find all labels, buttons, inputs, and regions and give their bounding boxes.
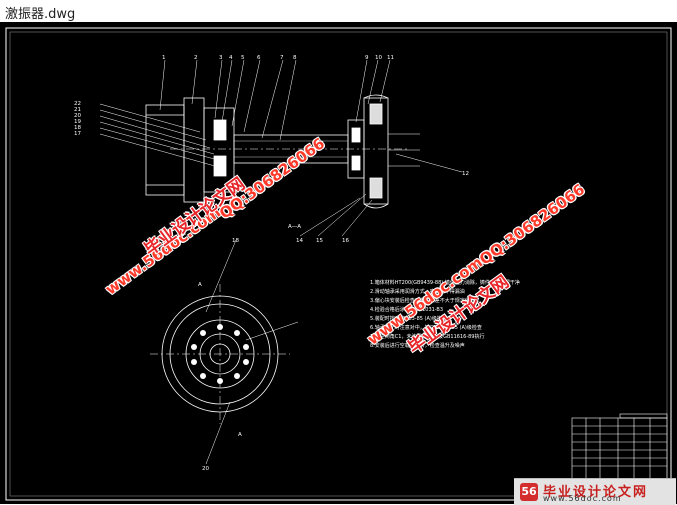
right-eccentric-block [363, 97, 389, 205]
tech-note: 4.检验合格后涂漆，GB1031-B3 [370, 306, 443, 313]
part-number: 19 [74, 119, 81, 125]
tech-note: 3.偏心块安装后检查平衡，偏差不大于规定值 [370, 297, 470, 304]
part-number: 20 [202, 466, 209, 472]
part-number: 6 [257, 55, 261, 61]
left-flange [183, 97, 205, 203]
banner-site-name: 毕业设计论文网 [543, 485, 649, 500]
left-bearing [213, 119, 227, 141]
section-mark: A [198, 282, 202, 288]
part-number: 5 [241, 55, 245, 61]
tech-note: 5.装配时按GB8063-85 (A)级执行 [370, 315, 447, 322]
part-number: 16 [342, 238, 349, 244]
site-logo-icon: 56 [520, 483, 538, 501]
section-mark: A [238, 432, 242, 438]
part-number: 10 [375, 55, 382, 61]
left-bearing-2 [213, 155, 227, 177]
technical-notes: 1.箱体材料HT200(GB9439-88) 铸件应力消除，铸件表面清理干净 2… [370, 279, 520, 349]
drawing-frame [5, 27, 672, 501]
cad-drawing: 1 2 3 4 5 6 7 8 9 10 11 22 21 20 19 18 1… [5, 27, 672, 501]
assembly-main-view [145, 94, 420, 209]
banner-url: www.56doc.com [543, 494, 622, 503]
tech-note: 8.安装后进行空载试运转，检查温升及噪声 [370, 342, 465, 349]
part-number-labels: 1 2 3 4 5 6 7 8 9 10 11 22 21 20 19 18 1… [74, 55, 469, 472]
part-number: 9 [365, 55, 369, 61]
part-number: 8 [293, 55, 297, 61]
part-number: 22 [74, 101, 81, 107]
part-number: 20 [74, 113, 81, 119]
part-number: 18 [74, 125, 81, 131]
part-number: 11 [387, 55, 394, 61]
part-number: 12 [462, 171, 469, 177]
part-number: 15 [316, 238, 323, 244]
section-view-circle [150, 239, 299, 465]
tech-note: 1.箱体材料HT200(GB9439-88) 铸件应力消除，铸件表面清理干净 [370, 279, 520, 286]
drawing-inner-frame [9, 31, 668, 497]
window-titlebar: 激振器.dwg [0, 0, 677, 22]
section-label: A—A [288, 224, 301, 230]
part-number: 17 [74, 131, 81, 137]
part-number: 1 [162, 55, 166, 61]
cad-viewport[interactable]: 1 2 3 4 5 6 7 8 9 10 11 22 21 20 19 18 1… [0, 22, 677, 505]
leaders-top [99, 59, 463, 237]
tech-note: 2.滑动轴承采用润滑方式，密封处不得漏油 [370, 288, 465, 295]
part-number: 2 [194, 55, 198, 61]
part-number: 7 [280, 55, 284, 61]
part-number: 14 [296, 238, 303, 244]
site-banner: 56 毕业设计论文网 www.56doc.com [514, 478, 676, 505]
bolt-holes [191, 324, 249, 384]
part-number: 4 [229, 55, 233, 61]
window-title: 激振器.dwg [5, 7, 76, 22]
part-number: 21 [74, 107, 81, 113]
part-number: 3 [219, 55, 223, 61]
tech-note: 7.未注倒角C1，未注圆角R2，按GB11616-89执行 [370, 333, 484, 340]
tech-note: 6.轴承装配时注意对中，按GB8063-85 (A)级检查 [370, 324, 482, 331]
